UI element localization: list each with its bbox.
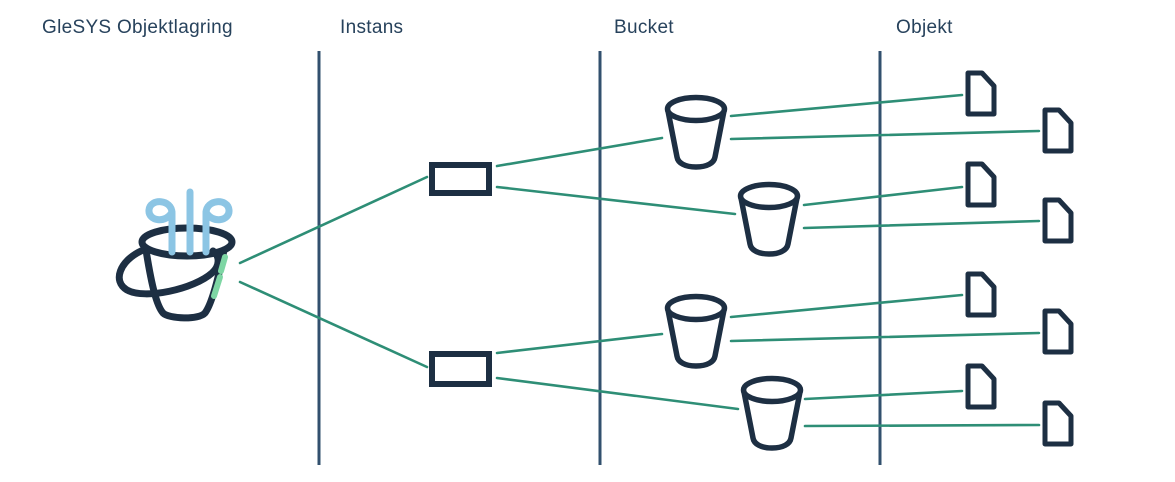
- connection-instance1-bucket2: [495, 185, 737, 216]
- spray-dashes-icon: [211, 254, 228, 299]
- bucket-node-3: [668, 297, 725, 367]
- object-node-5: [968, 274, 994, 315]
- bucket-node-1: [668, 98, 725, 168]
- object-node-2: [1045, 110, 1071, 151]
- column-header-bucket: Bucket: [614, 17, 674, 38]
- connection-bucket2-object3: [802, 185, 964, 207]
- column-header-instans: Instans: [340, 17, 403, 38]
- connection-bucket4-object8: [803, 423, 1041, 428]
- connection-instance2-bucket4: [495, 376, 740, 411]
- connection-root-instance2: [238, 280, 429, 369]
- connection-lines: [238, 93, 1041, 428]
- connection-root-instance1: [238, 175, 429, 265]
- connection-instance1-bucket1: [495, 136, 664, 168]
- glesys-logo: [115, 188, 236, 322]
- object-node-8: [1045, 403, 1071, 444]
- logo-bucket-handle: [115, 247, 222, 298]
- connection-bucket3-object6: [729, 331, 1041, 343]
- object-node-1: [968, 73, 994, 114]
- connection-bucket4-object7: [803, 389, 964, 401]
- object-node-4: [1045, 200, 1071, 241]
- column-header-objekt: Objekt: [896, 17, 953, 38]
- object-node-6: [1045, 311, 1071, 352]
- bucket-node-4: [744, 379, 801, 449]
- connection-bucket1-object1: [729, 93, 964, 118]
- instance-node-1: [429, 162, 492, 196]
- column-header-objektlagring: GleSYS Objektlagring: [42, 17, 233, 38]
- instance-node-2: [429, 351, 492, 387]
- connection-bucket2-object4: [802, 219, 1041, 230]
- bucket-node-2: [741, 185, 798, 255]
- connection-bucket1-object2: [729, 129, 1041, 141]
- object-node-3: [968, 164, 994, 205]
- connection-bucket3-object5: [729, 293, 964, 319]
- object-node-7: [968, 366, 994, 407]
- connection-instance2-bucket3: [495, 332, 664, 355]
- steam-icon: [145, 188, 233, 256]
